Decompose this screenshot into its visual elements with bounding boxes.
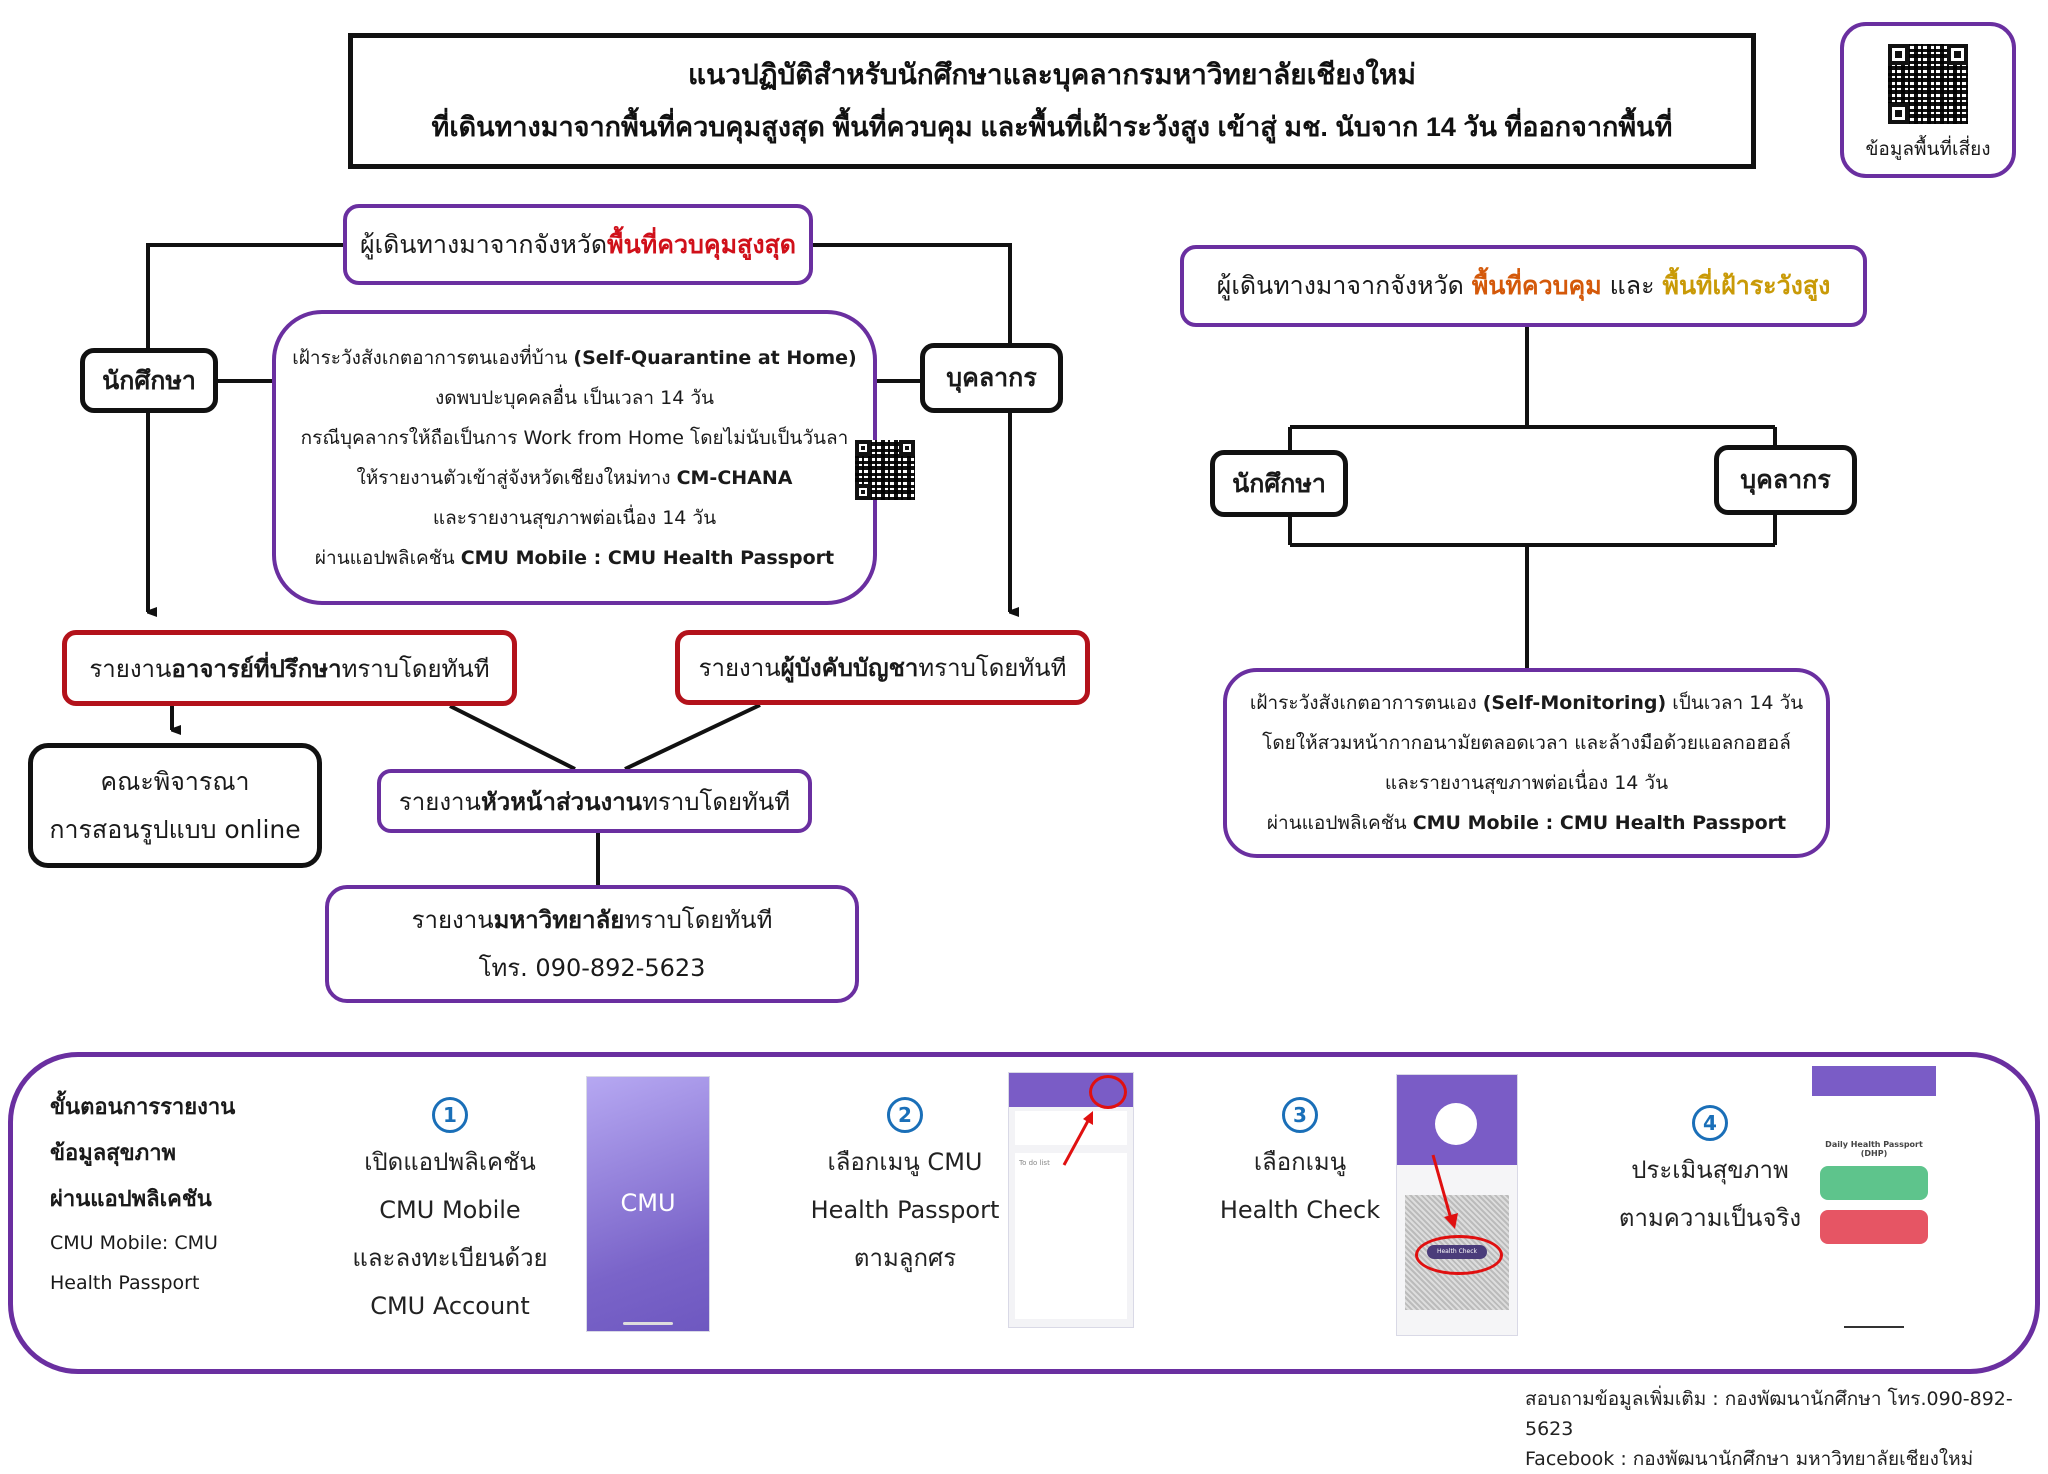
quarantine-line: และรายงานสุขภาพต่อเนื่อง 14 วัน — [432, 506, 717, 529]
left-student-box: นักศึกษา — [80, 348, 218, 413]
step-number-4: 4 — [1692, 1105, 1728, 1141]
risk-area-label: ข้อมูลพื้นที่เสี่ยง — [1865, 138, 1991, 160]
highlight-circle — [1089, 1075, 1127, 1109]
self-quarantine-box: เฝ้าระวังสังเกตอาการตนเองที่บ้าน (Self-Q… — [272, 310, 877, 605]
footer-facebook[interactable]: Facebook : กองพัฒนานักศึกษา มหาวิทยาลัยเ… — [1525, 1448, 1974, 1470]
step-number-3: 3 — [1282, 1097, 1318, 1133]
left-header-box: ผู้เดินทางมาจากจังหวัดพื้นที่ควบคุมสูงสุ… — [343, 204, 813, 285]
step-1: 1 เปิดแอปพลิเคชัน CMU Mobile และลงทะเบีย… — [330, 1090, 570, 1330]
red-arrow-icon — [1062, 1111, 1093, 1166]
self-monitoring-box: เฝ้าระวังสังเกตอาการตนเอง (Self-Monitori… — [1223, 668, 1830, 858]
phone-screenshot-passport: Health Check — [1396, 1074, 1518, 1336]
cmu-logo: CMU — [620, 1189, 676, 1217]
university-phone: โทร. 090-892-5623 — [478, 954, 706, 982]
faculty-line-2: การสอนรูปแบบ online — [49, 814, 301, 844]
monitoring-line: เฝ้าระวังสังเกตอาการตนเอง (Self-Monitori… — [1249, 692, 1804, 714]
faculty-line-1: คณะพิจารณา — [100, 766, 250, 796]
red-arrow-icon — [1431, 1154, 1458, 1229]
connector-lines — [146, 243, 1777, 885]
steps-intro: ขั้นตอนการรายงาน ข้อมูลสุขภาพ ผ่านแอปพลิ… — [50, 1085, 235, 1303]
risk-area-qr-card[interactable]: ข้อมูลพื้นที่เสี่ยง — [1840, 22, 2016, 178]
left-student-label: นักศึกษา — [102, 365, 196, 395]
intro-app-line: Health Passport — [50, 1272, 200, 1294]
title-line-2: ที่เดินทางมาจากพื้นที่ควบคุมสูงสุด พื้นท… — [431, 112, 1673, 142]
right-staff-box: บุคลากร — [1714, 445, 1857, 515]
connector-advisor-to-head — [449, 704, 576, 771]
footer: สอบถามข้อมูลเพิ่มเติม : กองพัฒนานักศึกษา… — [1525, 1384, 2038, 1474]
quarantine-line: กรณีบุคลากรให้ถือเป็นการ Work from Home … — [300, 426, 849, 449]
cm-chana-qr-icon[interactable] — [855, 440, 915, 500]
intro-line: ข้อมูลสุขภาพ — [50, 1141, 177, 1166]
monitoring-line: และรายงานสุขภาพต่อเนื่อง 14 วัน — [1384, 772, 1669, 794]
step-number-2: 2 — [887, 1097, 923, 1133]
connector-supervisor-to-head — [624, 703, 761, 771]
step-2: 2 เลือกเมนู CMU Health Passport ตามลูกศร — [800, 1090, 1010, 1282]
unwell-button — [1820, 1210, 1928, 1244]
report-head-box: รายงานหัวหน้าส่วนงานทราบโดยทันที — [377, 769, 812, 833]
quarantine-line: ผ่านแอปพลิเคชัน CMU Mobile : CMU Health … — [314, 546, 835, 569]
right-staff-label: บุคลากร — [1740, 465, 1831, 494]
right-header-box: ผู้เดินทางมาจากจังหวัด พื้นที่ควบคุม และ… — [1180, 245, 1867, 327]
quarantine-line: เฝ้าระวังสังเกตอาการตนเองที่บ้าน (Self-Q… — [292, 346, 857, 369]
highlight-circle — [1415, 1235, 1503, 1275]
left-staff-label: บุคลากร — [946, 363, 1037, 392]
phone-screenshot-home: To do list — [1008, 1072, 1134, 1328]
right-header-highlight-2: พื้นที่เฝ้าระวังสูง — [1662, 271, 1831, 300]
faculty-online-box: คณะพิจารณา การสอนรูปแบบ online — [28, 743, 322, 868]
report-supervisor-box: รายงานผู้บังคับบัญชาทราบโดยทันที — [675, 630, 1090, 705]
left-header-prefix: ผู้เดินทางมาจากจังหวัด — [359, 229, 608, 259]
footer-contact: สอบถามข้อมูลเพิ่มเติม : กองพัฒนานักศึกษา… — [1525, 1388, 2013, 1440]
step-4: 4 ประเมินสุขภาพ ตามความเป็นจริง — [1600, 1098, 1820, 1242]
title-box: แนวปฏิบัติสำหรับนักศึกษาและบุคลากรมหาวิท… — [348, 33, 1756, 169]
right-student-box: นักศึกษา — [1210, 450, 1348, 517]
intro-app-line: CMU Mobile: CMU — [50, 1232, 218, 1254]
title-line-1: แนวปฏิบัติสำหรับนักศึกษาและบุคลากรมหาวิท… — [688, 59, 1416, 90]
step-3: 3 เลือกเมนู Health Check — [1200, 1090, 1400, 1234]
phone-screenshot-dhp: Daily Health Passport (DHP) — [1812, 1066, 1936, 1342]
report-advisor-box: รายงานอาจารย์ที่ปรึกษาทราบโดยทันที — [62, 630, 517, 706]
connector-header-to-staff — [813, 243, 1012, 343]
quarantine-line: ให้รายงานตัวเข้าสู่จังหวัดเชียงใหม่ทาง C… — [356, 466, 793, 489]
intro-line: ขั้นตอนการรายงาน — [50, 1095, 236, 1120]
right-header-highlight-1: พื้นที่ควบคุม — [1471, 271, 1602, 300]
right-student-label: นักศึกษา — [1232, 468, 1326, 498]
qr-code-icon — [1888, 44, 1968, 124]
left-header-highlight: พื้นที่ควบคุมสูงสุด — [607, 229, 797, 259]
connector-header-to-student — [146, 243, 343, 348]
phone-screenshot-splash: CMU — [586, 1076, 710, 1332]
monitoring-line: โดยให้สวมหน้ากากอนามัยตลอดเวลา และล้างมื… — [1262, 732, 1791, 754]
monitoring-line: ผ่านแอปพลิเคชัน CMU Mobile : CMU Health … — [1266, 812, 1787, 834]
quarantine-line: งดพบปะบุคคลอื่น เป็นเวลา 14 วัน — [435, 386, 714, 409]
report-university-box: รายงานมหาวิทยาลัยทราบโดยทันที โทร. 090-8… — [325, 885, 859, 1003]
left-staff-box: บุคลากร — [920, 343, 1063, 413]
intro-line: ผ่านแอปพลิเคชัน — [50, 1187, 212, 1212]
step-number-1: 1 — [432, 1097, 468, 1133]
healthy-button — [1820, 1166, 1928, 1200]
